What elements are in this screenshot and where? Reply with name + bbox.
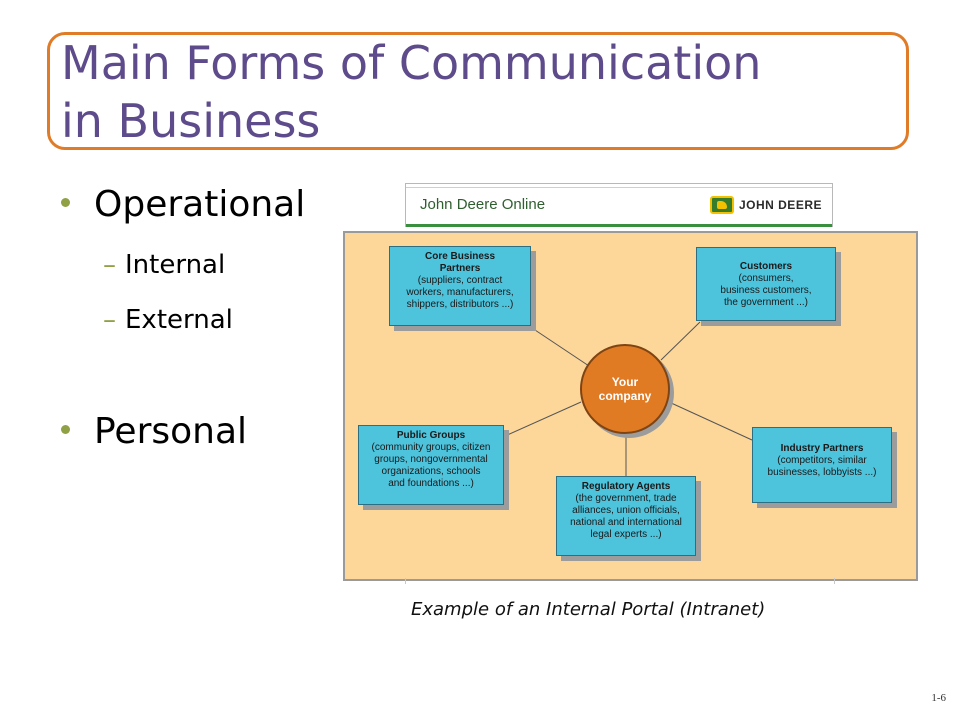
subitem-external: –External	[103, 305, 233, 335]
subitem-label: Internal	[125, 250, 226, 280]
node-public-groups: Public Groups (community groups, citizen…	[358, 425, 504, 505]
bullet-label: Personal	[94, 411, 248, 452]
node-title: Public Groups	[396, 430, 466, 441]
node-desc: and foundations ...)	[388, 478, 474, 489]
node-desc: (the government, trade	[575, 493, 677, 504]
subitem-internal: –Internal	[103, 250, 225, 280]
node-desc: (community groups, citizen	[371, 442, 491, 453]
bullet-dot-icon	[61, 425, 70, 434]
subitem-label: External	[125, 305, 233, 335]
node-desc: (consumers,	[738, 273, 794, 284]
node-customers: Customers (consumers, business customers…	[696, 247, 836, 321]
deer-icon	[709, 196, 734, 214]
node-core-business-partners: Core Business Partners (suppliers, contr…	[389, 246, 531, 326]
slide-title: Main Forms of Communication in Business	[61, 34, 761, 150]
figure-caption: Example of an Internal Portal (Intranet)	[411, 599, 766, 620]
portal-header: John Deere Online JOHN DEERE	[405, 183, 833, 227]
title-frame	[47, 32, 909, 150]
node-desc: legal experts ...)	[590, 529, 662, 540]
logo-text: JOHN DEERE	[738, 198, 822, 212]
bullet-label: Operational	[94, 184, 306, 225]
node-desc: businesses, lobbyists ...)	[767, 467, 877, 478]
header-divider	[406, 187, 832, 188]
slide-title-line-2: in Business	[61, 94, 321, 148]
node-desc: organizations, schools	[381, 466, 481, 477]
bullet-dot-icon	[61, 198, 70, 207]
node-title: Core Business	[424, 251, 496, 262]
slide-number: 1-6	[931, 692, 946, 704]
node-desc: workers, manufacturers,	[406, 287, 514, 298]
node-title: Customers	[739, 261, 793, 272]
header-accent-line	[406, 224, 832, 227]
portal-header-title: John Deere Online	[420, 196, 546, 213]
center-label: company	[598, 389, 652, 403]
dash-icon: –	[103, 305, 116, 335]
node-desc: the government ...)	[724, 297, 808, 308]
slide-title-line-1: Main Forms of Communication	[61, 36, 762, 90]
node-desc: shippers, distributors ...)	[406, 299, 514, 310]
bullet-operational: Operational	[61, 184, 306, 225]
center-node-your-company: Your company	[580, 344, 670, 434]
node-regulatory-agents: Regulatory Agents (the government, trade…	[556, 476, 696, 556]
bullet-personal: Personal	[61, 411, 248, 452]
node-desc: business customers,	[720, 285, 812, 296]
node-desc: (suppliers, contract	[417, 275, 503, 286]
node-desc: national and international	[570, 517, 682, 528]
dash-icon: –	[103, 250, 116, 280]
node-title: Industry Partners	[780, 443, 864, 454]
node-desc: alliances, union officials,	[572, 505, 680, 516]
node-industry-partners: Industry Partners (competitors, similar …	[752, 427, 892, 503]
node-title: Partners	[439, 263, 481, 274]
node-desc: groups, nongovernmental	[374, 454, 488, 465]
john-deere-logo: JOHN DEERE	[709, 196, 822, 214]
node-desc: (competitors, similar	[777, 455, 867, 466]
center-label: Your	[611, 375, 639, 389]
panel-edge	[405, 578, 835, 584]
node-title: Regulatory Agents	[581, 481, 671, 492]
